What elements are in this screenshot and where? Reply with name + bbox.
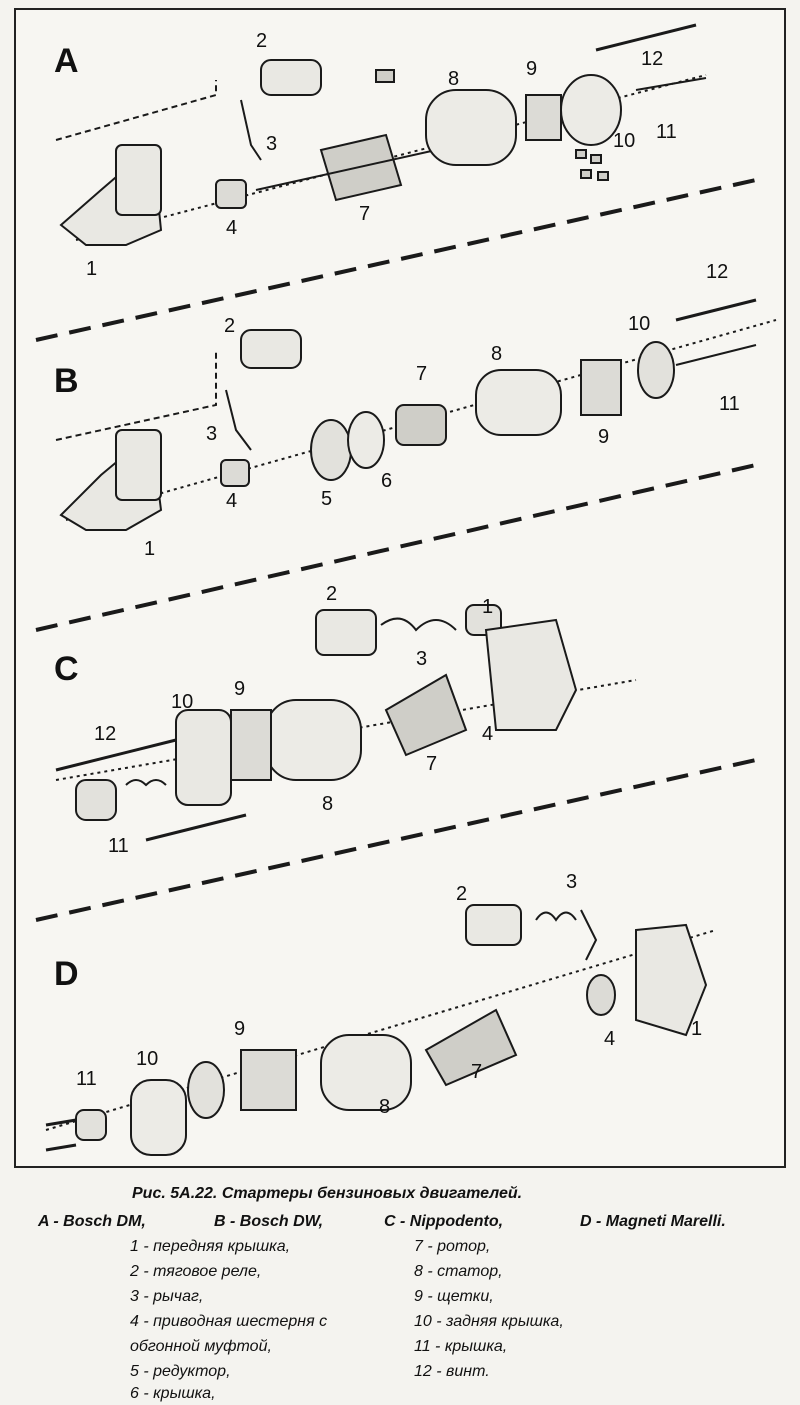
starter-b: [55, 298, 777, 531]
legend-item-1: 1 - передняя крышка,: [130, 1238, 291, 1255]
legend-item-5: 5 - редуктор,: [130, 1363, 231, 1380]
label-a-1: 1: [86, 258, 97, 280]
label-c-11: 11: [108, 835, 129, 857]
label-c-3: 3: [416, 648, 427, 670]
section-letter-c: C: [54, 650, 79, 688]
label-c-1a: 1: [482, 596, 493, 618]
legend-item-7: 7 - ротор,: [414, 1238, 491, 1255]
label-b-9: 9: [598, 426, 609, 448]
manufacturer-d: D - Magneti Marelli.: [580, 1213, 726, 1230]
section-letter-b: B: [54, 362, 79, 400]
section-letter-a: A: [54, 42, 79, 80]
part-numbers: 2 12 8 9 3 11 10 7 4 1 12 2 8 10 7 3 11 …: [76, 30, 740, 1118]
label-b-7: 7: [416, 363, 427, 385]
divider-bc: [35, 463, 757, 632]
label-d-3: 3: [566, 871, 577, 893]
label-b-4: 4: [226, 490, 237, 512]
label-b-2: 2: [224, 315, 235, 337]
legend-item-11: 11 - крышка,: [414, 1338, 508, 1355]
label-d-8: 8: [379, 1096, 390, 1118]
starter-c: [55, 604, 637, 842]
label-a-11: 11: [656, 121, 677, 143]
label-a-12: 12: [641, 48, 663, 70]
label-d-1: 1: [691, 1018, 702, 1040]
label-b-8: 8: [491, 343, 502, 365]
legend-item-8: 8 - статор,: [414, 1263, 503, 1280]
label-c-8: 8: [322, 793, 333, 815]
label-c-10: 10: [171, 691, 193, 713]
starter-a: [55, 23, 707, 246]
legend-item-4-cont: обгонной муфтой,: [130, 1338, 272, 1355]
figure-title: Рис. 5А.22. Стартеры бензиновых двигател…: [132, 1185, 523, 1202]
label-c-12: 12: [94, 723, 116, 745]
manufacturer-c: C - Nippodento,: [384, 1213, 504, 1230]
label-d-10: 10: [136, 1048, 158, 1070]
label-a-9: 9: [526, 58, 537, 80]
legend-item-12: 12 - винт.: [414, 1363, 490, 1380]
legend-item-9: 9 - щетки,: [414, 1288, 494, 1305]
label-a-10: 10: [613, 130, 635, 152]
starter-d: [45, 904, 717, 1156]
legend-item-10: 10 - задняя крышка,: [414, 1313, 564, 1330]
label-a-2: 2: [256, 30, 267, 52]
label-a-3: 3: [266, 133, 277, 155]
label-c-9: 9: [234, 678, 245, 700]
exploded-view-drawing: 2 12 8 9 3 11 10 7 4 1 12 2 8 10 7 3 11 …: [35, 23, 777, 1156]
label-d-11: 11: [76, 1068, 97, 1090]
label-b-5: 5: [321, 488, 332, 510]
label-b-6: 6: [381, 470, 392, 492]
legend-item-3: 3 - рычаг,: [130, 1288, 204, 1305]
legend-item-2: 2 - тяговое реле,: [130, 1263, 262, 1280]
label-d-7: 7: [471, 1061, 482, 1083]
label-d-2: 2: [456, 883, 467, 905]
legend-item-6: 6 - крышка,: [130, 1385, 216, 1402]
label-a-8: 8: [448, 68, 459, 90]
label-c-2: 2: [326, 583, 337, 605]
legend-item-4: 4 - приводная шестерня с: [130, 1313, 328, 1330]
label-a-7: 7: [359, 203, 370, 225]
label-b-10: 10: [628, 313, 650, 335]
label-b-3: 3: [206, 423, 217, 445]
label-a-4: 4: [226, 217, 237, 239]
diagram-frame: 2 12 8 9 3 11 10 7 4 1 12 2 8 10 7 3 11 …: [14, 8, 786, 1168]
label-c-7: 7: [426, 753, 437, 775]
manufacturer-b: B - Bosch DW,: [214, 1213, 324, 1230]
label-b-11: 11: [719, 393, 740, 415]
divider-cd: [35, 758, 757, 922]
label-b-12: 12: [706, 261, 728, 283]
label-c-4: 4: [482, 723, 493, 745]
section-letter-d: D: [54, 955, 79, 993]
label-d-4: 4: [604, 1028, 615, 1050]
label-d-9: 9: [234, 1018, 245, 1040]
divider-ab: [35, 178, 757, 342]
manufacturer-a: A - Bosch DM,: [38, 1213, 146, 1230]
label-b-1: 1: [144, 538, 155, 560]
